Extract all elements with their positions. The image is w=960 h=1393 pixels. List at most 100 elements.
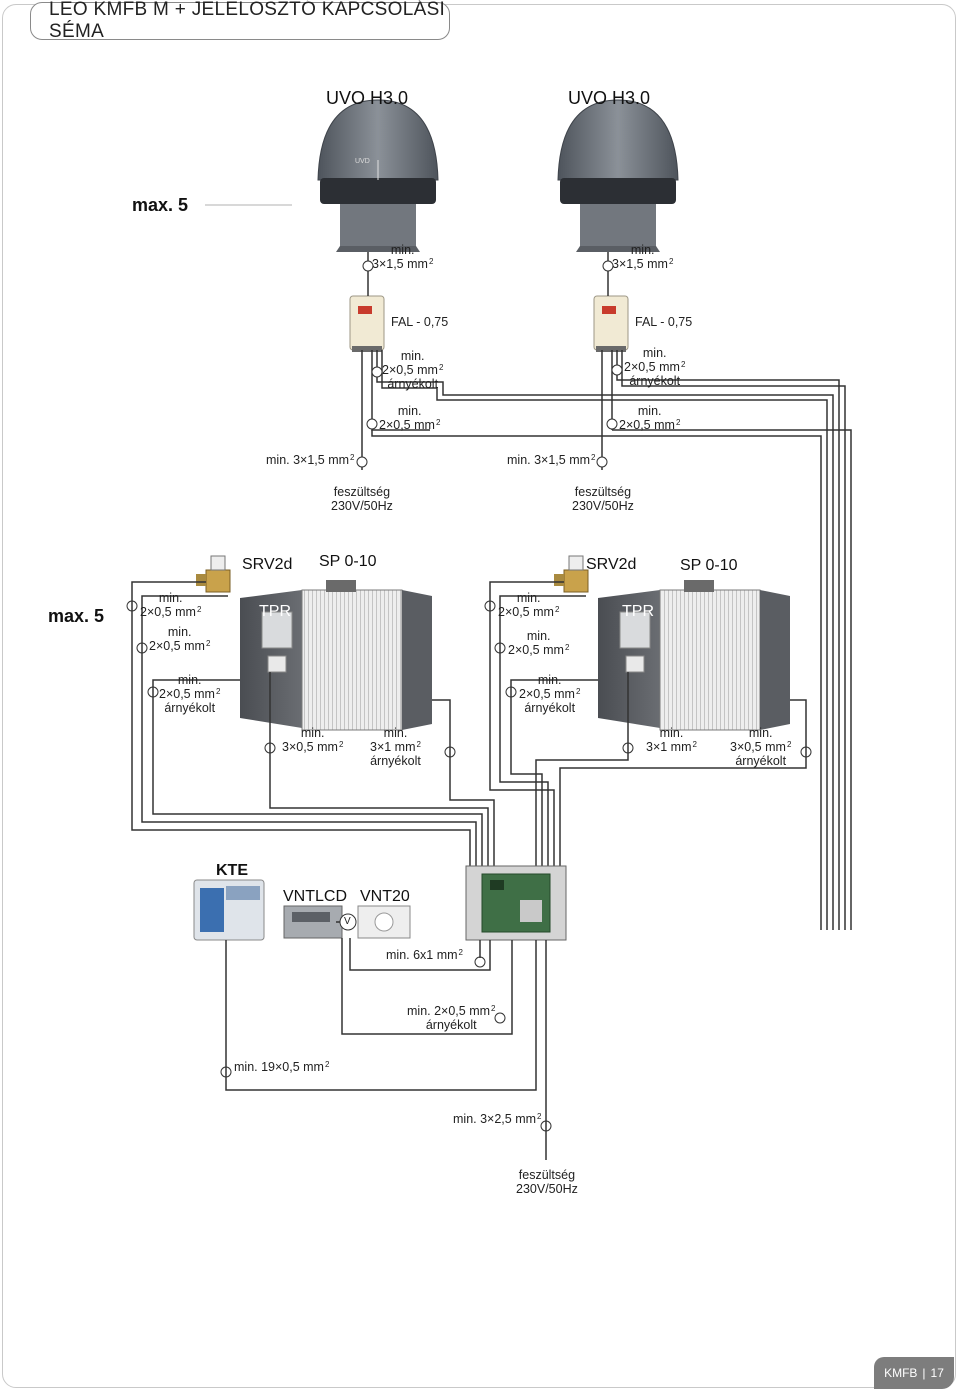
right-unit-cable-4: min. 3×1 mm2: [646, 726, 697, 754]
kte-controller: [193, 879, 265, 941]
footer-page-number: 17: [930, 1366, 944, 1380]
left-unit-cable-3-note: árnyékolt: [164, 701, 216, 715]
right-signal-size: 2×0,5 mm: [619, 418, 675, 432]
max-label-units: max. 5: [48, 606, 105, 626]
left-unit-cable-4-min: min.: [300, 726, 325, 740]
footer-badge: KMFB | 17: [874, 1357, 954, 1389]
right-unit-cable-3: min. 2×0,5 mm2 árnyékolt: [519, 673, 581, 715]
left-signal-min: min.: [397, 404, 422, 418]
right-signal-min: min.: [637, 404, 662, 418]
right-unit-cable-3-note: árnyékolt: [524, 701, 576, 715]
left-signal-size: 2×0,5 mm: [379, 418, 435, 432]
right-unit-cable-1-min: min.: [516, 591, 541, 605]
main-supply: feszültség 230V/50Hz: [516, 1168, 578, 1196]
vnt20-label: VNT20: [360, 888, 410, 905]
cable-2x05-shielded: min. 2×0,5 mm2 árnyékolt: [407, 1004, 496, 1032]
right-power-cable: min. 3×1,5 mm2: [507, 453, 596, 467]
fal-regulator-right: [593, 295, 629, 352]
fan-right-cable-size: 3×1,5 mm: [612, 257, 668, 271]
left-unit-cable-3: min. 2×0,5 mm2 árnyékolt: [159, 673, 221, 715]
left-supply-value: 230V/50Hz: [331, 499, 393, 513]
cable-6x1: min. 6x1 mm2: [386, 948, 463, 962]
fal-regulator-left: [349, 295, 385, 352]
right-signal-shielded: min. 2×0,5 mm2 árnyékolt: [624, 346, 686, 388]
right-signal-shielded-size: 2×0,5 mm: [624, 360, 680, 374]
kte-label: KTE: [216, 862, 248, 879]
right-unit-cable-2-min: min.: [526, 629, 551, 643]
left-supply: feszültség 230V/50Hz: [331, 485, 393, 513]
page-title: LEO KMFB M + JELELOSZTÓ KAPCSOLÁSI SÉMA: [49, 0, 446, 42]
unit-wires: [131, 581, 807, 870]
left-power-cable: min. 3×1,5 mm2: [266, 453, 355, 467]
v-marker-circle: [339, 913, 357, 931]
left-unit-cable-3-min: min.: [177, 673, 202, 687]
vntlcd-label: VNTLCD: [283, 888, 348, 905]
sp-left-label: SP 0-10: [319, 553, 377, 570]
main-supply-value: 230V/50Hz: [516, 1182, 578, 1196]
left-signal-shielded-size: 2×0,5 mm: [382, 363, 438, 377]
right-unit-cable-3-size: 2×0,5 mm: [519, 687, 575, 701]
fan-right: [557, 99, 679, 252]
tpr-left-label: TPR: [259, 603, 291, 620]
fan-left-cable-min: min.: [390, 243, 415, 257]
tpr-right-label: TPR: [622, 603, 654, 620]
right-unit-cable-4-min: min.: [659, 726, 684, 740]
footer-separator: |: [922, 1366, 926, 1380]
left-signal-shielded-min: min.: [400, 349, 425, 363]
left-unit-cable-3-size: 2×0,5 mm: [159, 687, 215, 701]
page-frame: [2, 4, 956, 1388]
cable-19x05: min. 19×0,5 mm2: [234, 1060, 330, 1074]
left-unit-cable-2: min. 2×0,5 mm2: [149, 625, 211, 653]
right-signal-shielded-note: árnyékolt: [629, 374, 681, 388]
left-power-cable-text: min. 3×1,5 mm: [266, 453, 350, 467]
max-label-top: max. 5: [132, 195, 189, 215]
title-box: LEO KMFB M + JELELOSZTÓ KAPCSOLÁSI SÉMA: [30, 0, 450, 42]
main-supply-label: feszültség: [518, 1168, 576, 1182]
right-unit-cable-5-note: árnyékolt: [735, 754, 787, 768]
fal-label-left: FAL - 0,75: [391, 315, 449, 329]
fan-left-cable-size: 3×1,5 mm: [372, 257, 428, 271]
left-unit-cable-1-min: min.: [158, 591, 183, 605]
left-unit-cable-5-min: min.: [383, 726, 408, 740]
heater-unit-left: [196, 555, 432, 731]
right-unit-cable-2-size: 2×0,5 mm: [508, 643, 564, 657]
right-unit-cable-5-size: 3×0,5 mm: [730, 740, 786, 754]
fal-label-right: FAL - 0,75: [635, 315, 693, 329]
left-unit-cable-5-note: árnyékolt: [370, 754, 421, 768]
signal-distributor: [465, 865, 567, 941]
v-marker-label: V: [344, 916, 351, 927]
left-unit-cable-2-min: min.: [167, 625, 192, 639]
left-unit-cable-5-size: 3×1 mm: [370, 740, 416, 754]
valve-left-label: SRV2d: [242, 556, 293, 573]
right-signal-shielded-min: min.: [642, 346, 667, 360]
left-signal: min. 2×0,5 mm2: [379, 404, 441, 432]
fan-logo: UVD: [355, 158, 370, 165]
fan-left-label: UVO H3.0: [326, 88, 409, 108]
right-unit-cable-1-size: 2×0,5 mm: [498, 605, 554, 619]
vntlcd-panel: [283, 905, 343, 939]
sp-right-label: SP 0-10: [680, 557, 738, 574]
cable-2x05-note: árnyékolt: [425, 1018, 477, 1032]
left-unit-cable-2-size: 2×0,5 mm: [149, 639, 205, 653]
bottom-wires: [225, 921, 547, 1160]
heater-unit-right: [554, 555, 790, 731]
right-unit-cable-2: min. 2×0,5 mm2: [508, 629, 570, 657]
fan-right-label: UVO H3.0: [568, 88, 651, 108]
right-unit-cable-5: min. 3×0,5 mm2 árnyékolt: [730, 726, 792, 768]
cable-6x1-text: min. 6x1 mm: [386, 948, 458, 962]
vnt20-panel: [357, 905, 411, 939]
left-signal-shielded: min. 2×0,5 mm2 árnyékolt: [382, 349, 444, 391]
footer-brand: KMFB: [884, 1366, 918, 1380]
right-unit-cable-4-size: 3×1 mm: [646, 740, 692, 754]
fan-right-cable-min: min.: [630, 243, 655, 257]
right-signal: min. 2×0,5 mm2: [619, 404, 681, 432]
left-signal-shielded-note: árnyékolt: [387, 377, 439, 391]
left-supply-label: feszültség: [333, 485, 391, 499]
right-power-cable-text: min. 3×1,5 mm: [507, 453, 591, 467]
valve-right-label: SRV2d: [586, 556, 637, 573]
cable-3x25: min. 3×2,5 mm2: [453, 1112, 542, 1126]
left-unit-cable-5: min. 3×1 mm2 árnyékolt: [370, 726, 421, 768]
right-supply: feszültség 230V/50Hz: [572, 485, 634, 513]
right-unit-cable-3-min: min.: [537, 673, 562, 687]
